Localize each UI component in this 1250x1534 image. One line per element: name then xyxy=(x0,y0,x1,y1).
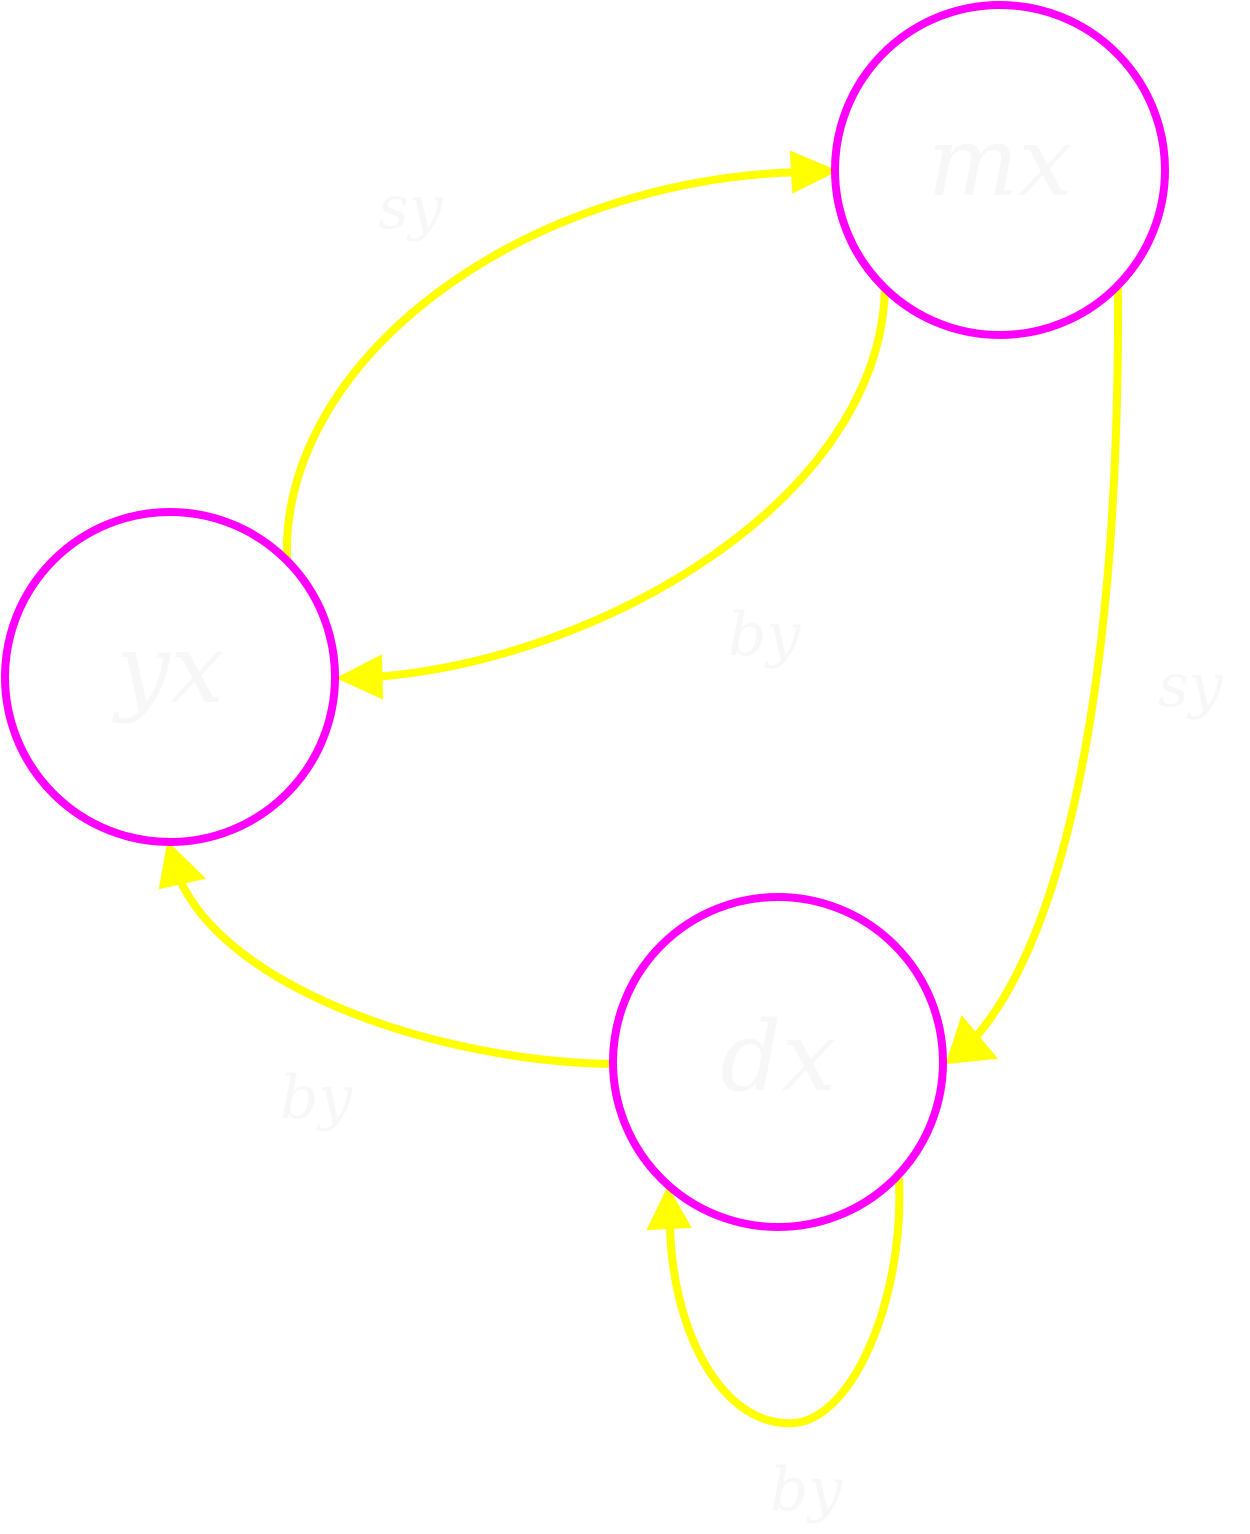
arrowhead-icon xyxy=(335,654,384,700)
node-circle xyxy=(1,508,339,846)
nodes: mx yx dx xyxy=(1,1,1169,1231)
edge-mx-to-dx: sy xyxy=(945,287,1224,1065)
arrowhead-icon xyxy=(945,1014,998,1065)
edge-yx-to-mx: sy xyxy=(282,150,839,561)
edge-line xyxy=(282,168,801,561)
node-circle xyxy=(831,1,1169,339)
edge-line xyxy=(176,878,616,1068)
node-label: mx xyxy=(927,106,1072,218)
edge-line xyxy=(666,1177,904,1428)
edge-mx-to-yx: by xyxy=(335,287,889,700)
edge-label: sy xyxy=(1158,651,1224,721)
edge-label: by xyxy=(770,1455,843,1525)
node-label: dx xyxy=(720,1001,836,1113)
edge-line xyxy=(971,287,1123,1041)
edges: sy by sy by by xyxy=(158,150,1224,1525)
edge-label: sy xyxy=(378,173,444,243)
edge-line xyxy=(374,287,889,681)
edge-label: by xyxy=(728,600,801,670)
edge-dx-to-yx: by xyxy=(158,840,616,1133)
arrowhead-icon xyxy=(158,840,207,890)
edge-dx-self-loop: by xyxy=(646,1177,904,1525)
arrowhead-icon xyxy=(789,150,839,194)
arrowhead-icon xyxy=(646,1185,692,1231)
node-dx[interactable]: dx xyxy=(609,893,947,1231)
node-mx[interactable]: mx xyxy=(831,1,1169,339)
node-label: yx xyxy=(112,613,224,725)
node-yx[interactable]: yx xyxy=(1,508,339,846)
edge-label: by xyxy=(280,1063,353,1133)
node-circle xyxy=(609,893,947,1231)
